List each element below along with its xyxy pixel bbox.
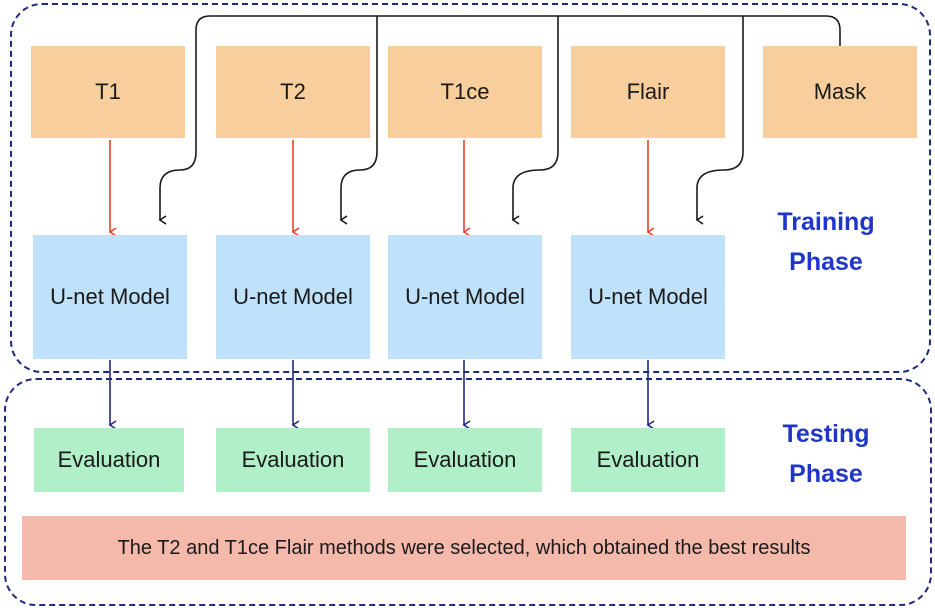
input-flair-label: Flair xyxy=(626,79,670,104)
evaluation-3: Evaluation xyxy=(388,428,542,492)
testing-phase-line2: Phase xyxy=(789,460,863,488)
input-t2: T2 xyxy=(216,46,370,138)
result-summary-text: The T2 and T1ce Flair methods were selec… xyxy=(117,536,811,559)
testing-phase-line1: Testing xyxy=(782,420,870,448)
training-phase-label: Training Phase xyxy=(770,202,882,282)
input-mask: Mask xyxy=(763,46,917,138)
unet-model-2: U-net Model xyxy=(216,235,370,359)
testing-phase-label: Testing Phase xyxy=(770,414,882,494)
unet-model-2-label: U-net Model xyxy=(233,284,353,309)
training-phase-line2: Phase xyxy=(789,248,863,276)
input-flair: Flair xyxy=(571,46,725,138)
mask-arrow-to-model-2 xyxy=(339,16,378,225)
input-t1-label: T1 xyxy=(95,79,121,104)
unet-model-4: U-net Model xyxy=(571,235,725,359)
unet-model-4-label: U-net Model xyxy=(588,284,708,309)
evaluation-4: Evaluation xyxy=(571,428,725,492)
unet-model-3-label: U-net Model xyxy=(405,284,525,309)
evaluation-1: Evaluation xyxy=(34,428,184,492)
evaluation-1-label: Evaluation xyxy=(57,447,161,472)
mask-bus-line xyxy=(158,15,841,225)
evaluation-4-label: Evaluation xyxy=(596,447,700,472)
result-summary-banner: The T2 and T1ce Flair methods were selec… xyxy=(22,516,906,580)
training-phase-line1: Training xyxy=(777,208,875,236)
input-t1: T1 xyxy=(31,46,185,138)
evaluation-2-label: Evaluation xyxy=(241,447,345,472)
unet-model-1: U-net Model xyxy=(33,235,187,359)
unet-model-3: U-net Model xyxy=(388,235,542,359)
input-t1ce: T1ce xyxy=(388,46,542,138)
mask-arrow-to-model-4 xyxy=(695,16,744,225)
training-phase-region xyxy=(10,3,931,373)
testing-phase-region xyxy=(4,378,932,606)
input-t1ce-label: T1ce xyxy=(440,79,490,104)
evaluation-2: Evaluation xyxy=(216,428,370,492)
input-t2-label: T2 xyxy=(280,79,306,104)
evaluation-3-label: Evaluation xyxy=(413,447,517,472)
mask-arrow-to-model-3 xyxy=(511,16,559,225)
unet-model-1-label: U-net Model xyxy=(50,284,170,309)
input-mask-label: Mask xyxy=(813,79,867,104)
